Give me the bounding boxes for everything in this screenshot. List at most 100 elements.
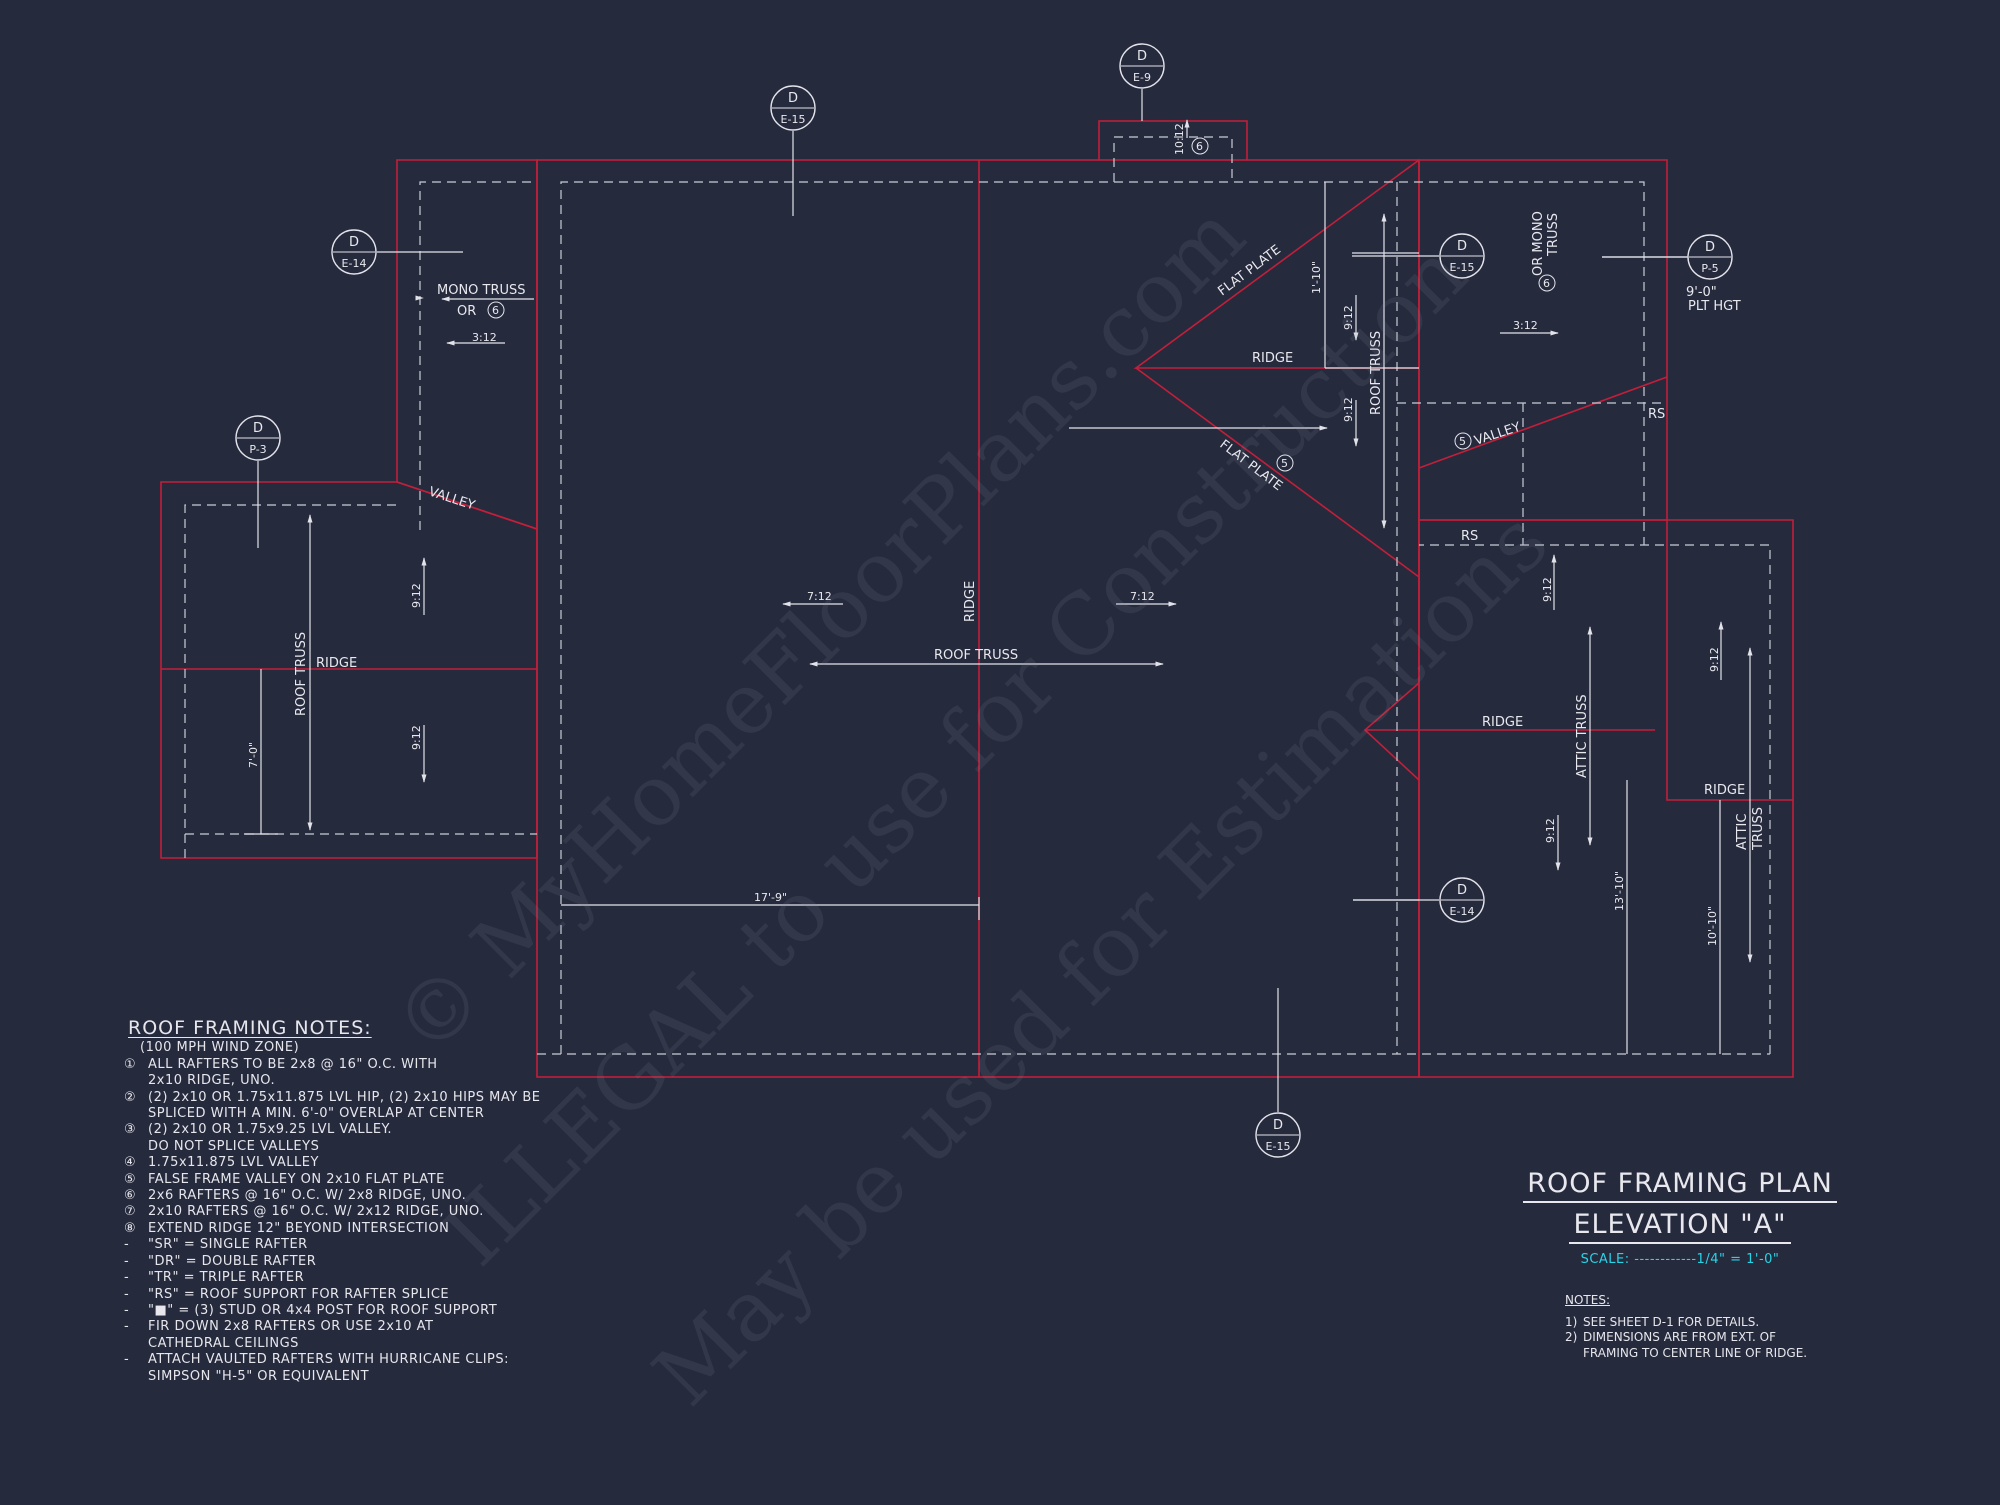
note-mark: ④ [124, 1155, 137, 1171]
note-item: - "TR" = TRIPLE RAFTER [124, 1270, 644, 1286]
note-item: ⑦ 2x10 RAFTERS @ 16" O.C. W/ 2x12 RIDGE, … [124, 1204, 644, 1220]
pitch-9-12-hip-a: 9:12 [1342, 305, 1355, 330]
section-marker-sheet: E-14 [342, 257, 367, 270]
note-mark: ⑧ [124, 1220, 137, 1236]
roof-truss-label-right: ROOF TRUSS [1369, 331, 1384, 415]
note-line: 2x6 RAFTERS @ 16" O.C. W/ 2x8 RIDGE, UNO… [148, 1188, 467, 1204]
note-mark: - [124, 1302, 130, 1318]
pitch-9-12-hip-b: 9:12 [1342, 397, 1355, 422]
note-line: "SR" = SINGLE RAFTER [148, 1237, 308, 1253]
section-marker-letter: D [788, 91, 798, 106]
note-mark: 2) [1565, 1330, 1578, 1344]
roof-framing-notes: ROOF FRAMING NOTES: (100 MPH WIND ZONE) … [124, 1017, 644, 1385]
valley-label-right: VALLEY [1473, 420, 1523, 449]
bump-out-outline [1098, 120, 1248, 160]
note-text: 2x6 RAFTERS @ 16" O.C. W/ 2x8 RIDGE, UNO… [148, 1188, 466, 1204]
note-text: "SR" = SINGLE RAFTER [148, 1237, 308, 1253]
drawing-title: ROOF FRAMING PLAN [1523, 1168, 1837, 1203]
notes-intro: (100 MPH WIND ZONE) [140, 1040, 300, 1056]
note-line: (2) 2x10 OR 1.75x11.875 LVL HIP, (2) 2x1… [148, 1089, 541, 1105]
title-block: ROOF FRAMING PLAN ELEVATION "A" SCALE: -… [1500, 1168, 1860, 1267]
note-line: 1.75x11.875 LVL VALLEY [148, 1155, 319, 1171]
note-line: SEE SHEET D-1 FOR DETAILS. [1583, 1314, 1760, 1329]
general-notes: NOTES: 1) SEE SHEET D-1 FOR DETAILS. 2) DIM… [1565, 1293, 1865, 1361]
dim-10-10: 10'-10" [1706, 906, 1719, 946]
section-marker-sheet: E-9 [1133, 71, 1151, 84]
note-mark: ⑦ [124, 1204, 137, 1220]
ridge-label-right: RIDGE [1482, 715, 1523, 730]
pitch-9-12-right-c: 9:12 [1708, 647, 1721, 672]
pitch-9-12-left-a: 9:12 [410, 583, 423, 608]
mono-truss-label: MONO TRUSS [437, 283, 526, 298]
valley-label-left: VALLEY [427, 485, 477, 514]
flat-plate-upper: FLAT PLATE [1215, 242, 1283, 299]
note-mark: ⑥ [124, 1188, 137, 1204]
note-item: -"SR" = SINGLE RAFTER [124, 1237, 644, 1253]
roof-truss-label-center: ROOF TRUSS [934, 648, 1018, 663]
note-line: FALSE FRAME VALLEY ON 2x10 FLAT PLATE [148, 1171, 445, 1187]
section-marker: DP-3 [235, 415, 281, 548]
section-marker-letter: D [1457, 883, 1467, 898]
note-item: ⑤ FALSE FRAME VALLEY ON 2x10 FLAT PLATE [124, 1172, 644, 1188]
note-mark: - [124, 1352, 130, 1368]
note-item: ③ (2) 2x10 OR 1.75x9.25 LVL VALLEY.DO NOT… [124, 1122, 644, 1155]
notes-title: ROOF FRAMING NOTES: [128, 1017, 372, 1039]
pitch-9-12-left-b: 9:12 [410, 725, 423, 750]
note-line: "RS" = ROOF SUPPORT FOR RAFTER SPLICE [148, 1286, 450, 1302]
note-item: ⑧ EXTEND RIDGE 12" BEYOND INTERSECTION [124, 1221, 644, 1237]
plt-hgt-b: PLT HGT [1688, 299, 1741, 314]
circle-6-top: 6 [1196, 140, 1203, 153]
right-lower-outline [1418, 519, 1794, 1078]
dim-17-9: 17'-9" [754, 891, 787, 904]
main-body-outline [536, 159, 1420, 1078]
dim-13-10: 13'-10" [1613, 871, 1626, 911]
truss-label: TRUSS [1751, 807, 1766, 851]
note-line: ATTACH VAULTED RAFTERS WITH HURRICANE CL… [148, 1352, 510, 1368]
note-mark: - [124, 1319, 130, 1335]
roof-truss-label-left: ROOF TRUSS [294, 632, 309, 716]
note-mark: - [124, 1270, 130, 1286]
note-mark: 1) [1565, 1314, 1578, 1329]
pitch-7-12-a: 7:12 [807, 590, 832, 603]
circle-6-right: 6 [1543, 277, 1550, 290]
note-mark: ③ [124, 1122, 137, 1138]
section-marker-sheet: E-14 [1450, 905, 1475, 918]
section-marker-sheet: E-15 [1266, 1140, 1291, 1153]
right-ridge-wall [1666, 520, 1793, 801]
note-mark: - [124, 1286, 130, 1302]
note-line: CATHEDRAL CEILINGS [148, 1335, 299, 1351]
section-marker-sheet: E-15 [781, 113, 806, 126]
note-line: "TR" = TRIPLE RAFTER [148, 1270, 305, 1286]
note-item: ②(2) 2x10 OR 1.75x11.875 LVL HIP, (2) 2x… [124, 1090, 644, 1123]
pitch-9-12-right-b: 9:12 [1544, 818, 1557, 843]
exterior-walls [160, 120, 1794, 1078]
note-text: SEE SHEET D-1 FOR DETAILS. [1583, 1315, 1759, 1331]
note-line: DIMENSIONS ARE FROM EXT. OF [1583, 1330, 1776, 1344]
note-text: 2x10 RAFTERS @ 16" O.C. W/ 2x12 RIDGE, U… [148, 1204, 484, 1220]
pitch-3-12-right: 3:12 [1513, 319, 1538, 332]
note-line: EXTEND RIDGE 12" BEYOND INTERSECTION [148, 1220, 450, 1236]
note-text: "DR" = DOUBLE RAFTER [148, 1254, 316, 1270]
circle-5-valley: 5 [1459, 435, 1466, 448]
section-marker: D E-14 [1353, 877, 1485, 923]
note-item: - "RS" = ROOF SUPPORT FOR RAFTER SPLICE [124, 1287, 644, 1303]
note-line: SIMPSON "H-5" OR EQUIVALENT [148, 1368, 370, 1384]
drawing-subtitle: ELEVATION "A" [1569, 1209, 1791, 1244]
or-mono-truss-a: OR MONO [1531, 211, 1546, 276]
section-marker-sheet: P-3 [249, 443, 266, 456]
general-notes-heading: NOTES: [1565, 1293, 1610, 1307]
drawing-scale: SCALE: ------------1/4" = 1'-0" [1580, 1252, 1780, 1267]
note-text: (2) 2x10 OR 1.75x9.25 LVL VALLEY.DO NOT … [148, 1122, 392, 1155]
section-marker-letter: D [1273, 1118, 1283, 1133]
or-mono-truss-b: TRUSS [1546, 213, 1561, 257]
circle-5-flat: 5 [1281, 457, 1288, 470]
note-mark: ⑤ [124, 1171, 137, 1187]
plan-labels: MONO TRUSS OR 6 3:12 VALLEY RIDGE ROOF T… [247, 123, 1766, 946]
attic-truss-label: ATTIC TRUSS [1575, 694, 1590, 778]
note-line: 2x10 RAFTERS @ 16" O.C. W/ 2x12 RIDGE, U… [148, 1204, 484, 1220]
